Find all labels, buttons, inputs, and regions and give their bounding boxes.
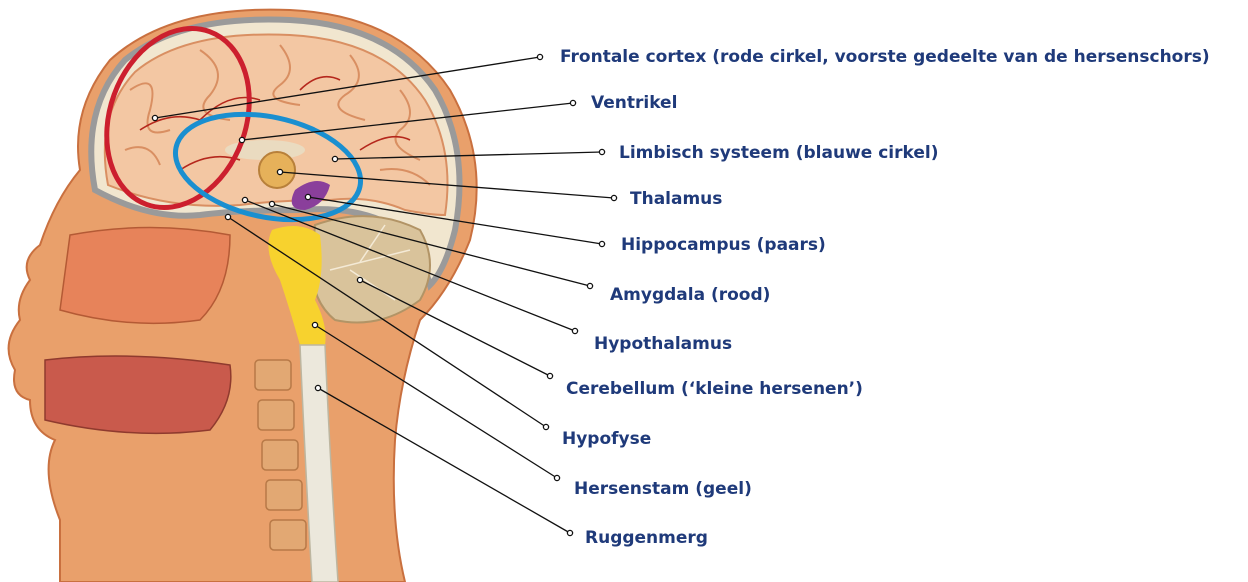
leader-dot [312,322,317,327]
oral-cavity [45,356,231,433]
label-spinal-cord: Ruggenmerg [585,528,708,548]
label-hippocampus: Hippocampus (paars) [621,235,826,255]
label-amygdala: Amygdala (rood) [610,285,770,305]
leader-dot [611,195,616,200]
leader-dot [277,169,282,174]
label-hypofyse: Hypofyse [562,429,651,449]
label-frontal-cortex: Frontale cortex (rode cirkel, voorste ge… [560,47,1210,67]
label-thalamus: Thalamus [630,189,722,209]
leader-dot [570,100,575,105]
leader-dot [554,475,559,480]
leader-dot [537,54,542,59]
leader-dot [332,156,337,161]
leader-dot [599,149,604,154]
leader-dot [572,328,577,333]
head-cross-section-illustration [9,8,477,582]
label-brainstem: Hersenstam (geel) [574,479,752,499]
label-hypothalamus: Hypothalamus [594,334,732,354]
leader-dot [543,424,548,429]
label-ventricle: Ventrikel [591,93,677,113]
leader-dot [587,283,592,288]
label-limbic-system: Limbisch systeem (blauwe cirkel) [619,143,938,163]
leader-dot [315,385,320,390]
nasal-cavity [60,228,230,324]
leader-dot [225,214,230,219]
leader-dot [152,115,157,120]
leader-dot [242,197,247,202]
labels: Frontale cortex (rode cirkel, voorste ge… [560,47,1210,548]
thalamus-shape [259,152,295,188]
leader-dot [305,194,310,199]
leader-dot [547,373,552,378]
label-cerebellum: Cerebellum (‘kleine hersenen’) [566,379,863,399]
leader-dot [567,530,572,535]
leader-dot [239,137,244,142]
leader-dot [269,201,274,206]
leader-dot [599,241,604,246]
leader-dot [357,277,362,282]
